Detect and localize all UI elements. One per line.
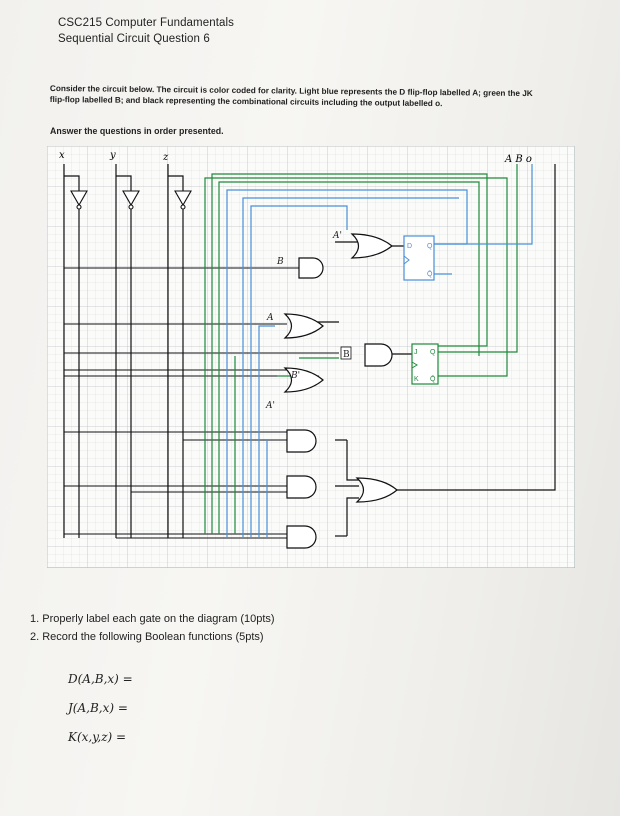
and-gate-5	[286, 525, 317, 549]
question-list: 1. Properly label each gate on the diagr…	[30, 610, 275, 646]
input-y-label: y	[109, 150, 116, 161]
question-2: 2. Record the following Boolean function…	[30, 631, 264, 643]
jk-flip-flop	[411, 343, 439, 385]
or-gate-1	[350, 233, 393, 259]
d-flip-flop	[403, 235, 435, 281]
dff-q-pin: Q	[427, 243, 433, 250]
or-gate-2	[283, 313, 324, 339]
and-gate-4	[286, 475, 317, 499]
course-title: CSC215 Computer Fundamentals	[58, 17, 235, 29]
input-x-label: x	[59, 150, 65, 161]
question-1: 1. Properly label each gate on the diagr…	[30, 613, 275, 625]
function-d: D(A,B,x) =	[68, 672, 133, 686]
inverter-x	[70, 190, 88, 207]
inverter-y	[122, 190, 140, 207]
inverter-group	[70, 190, 192, 210]
inverter-x-bubble	[76, 204, 82, 210]
jk-q-pin: Q	[430, 349, 436, 356]
gate-label-a: A	[266, 313, 274, 323]
grid-lines	[47, 146, 575, 568]
input-wiring	[63, 164, 184, 538]
function-k: K(x,y,z) =	[68, 730, 127, 744]
and-gate-3	[286, 429, 317, 453]
or-gate-output	[355, 477, 398, 503]
instruction-text: Answer the questions in order presented.	[50, 126, 224, 136]
and-gate-b	[298, 257, 324, 279]
input-z-label: z	[162, 152, 169, 163]
jk-qbar-pin: Q̄	[430, 375, 436, 383]
and-gate-j	[364, 343, 393, 367]
jk-j-pin: J	[414, 349, 418, 356]
gate-label-a-prime-low: A'	[265, 401, 275, 411]
inverter-z-bubble	[180, 204, 186, 210]
jk-clock-icon	[411, 361, 418, 369]
gate-label-b-box-text: B	[343, 350, 350, 360]
inverter-z	[174, 190, 192, 207]
gate-label-b: B	[276, 257, 284, 267]
intro-paragraph: Consider the circuit below. The circuit …	[49, 83, 533, 109]
gate-label-b-prime: B'	[290, 371, 300, 381]
blue-wiring	[226, 164, 533, 538]
function-j: J(A,B,x) =	[68, 701, 128, 715]
jk-k-pin: K	[414, 376, 419, 383]
circuit-diagram: x y z A B o	[47, 146, 575, 568]
outputs-label: A B o	[504, 154, 532, 165]
dff-clock-icon	[403, 255, 410, 265]
inverter-y-bubble	[128, 204, 134, 210]
green-wiring	[204, 164, 518, 534]
gate-group	[283, 233, 398, 549]
gate-label-a-prime: A'	[332, 231, 342, 241]
question-title: Sequential Circuit Question 6	[58, 33, 210, 45]
gate-label-b-box	[340, 346, 352, 360]
or-gate-k	[283, 367, 324, 393]
dff-d-pin: D	[407, 243, 412, 250]
dff-qbar-pin: Q̄	[427, 270, 433, 278]
